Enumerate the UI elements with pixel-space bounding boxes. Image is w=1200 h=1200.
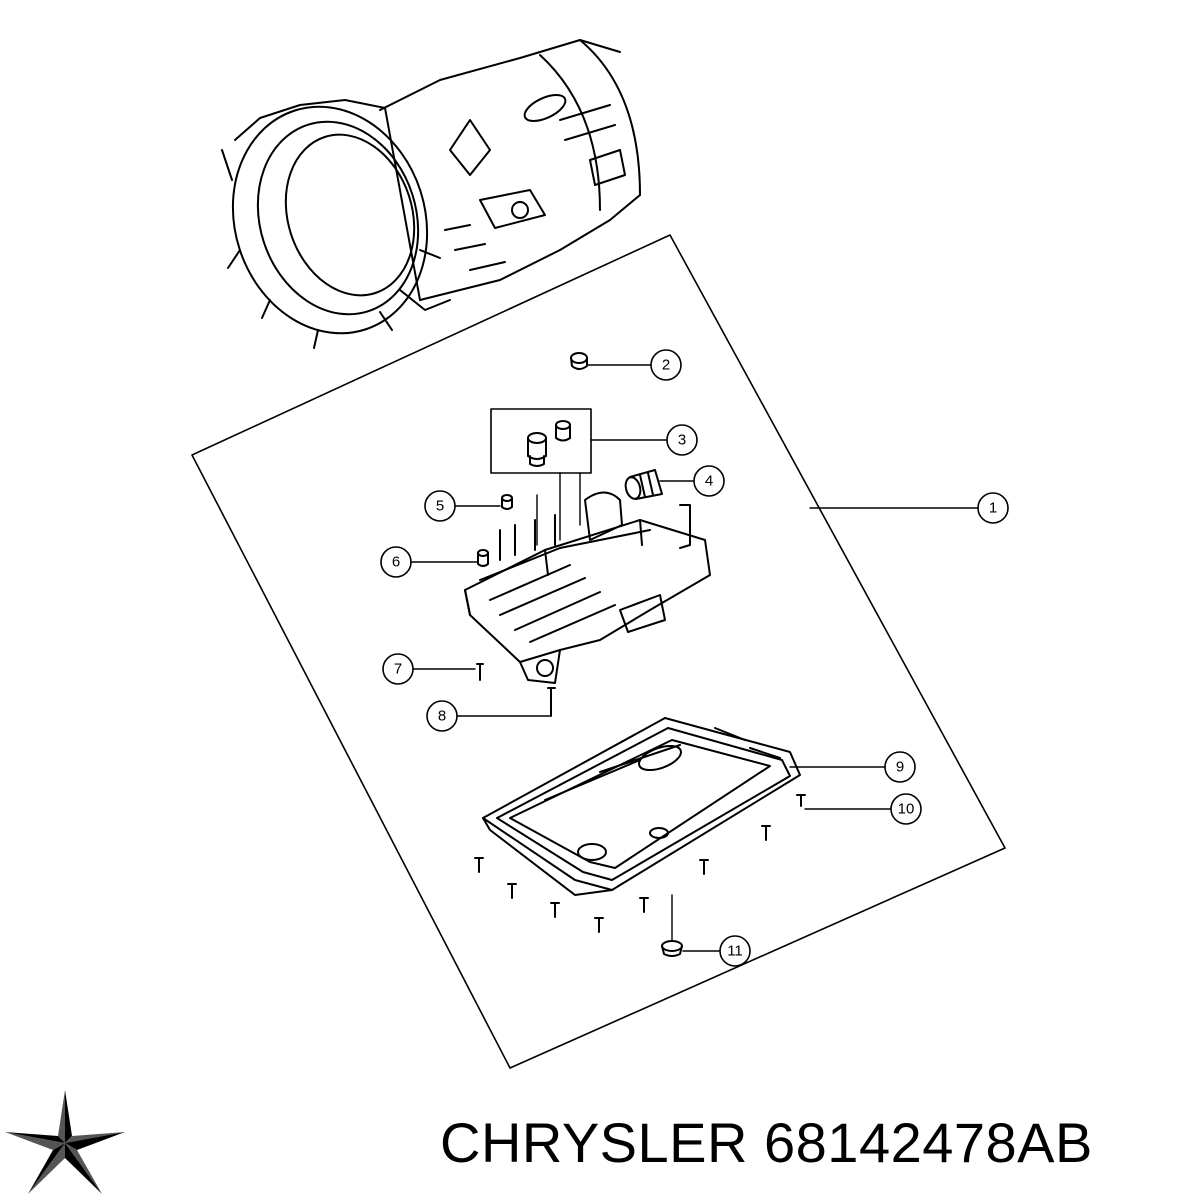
part-caption: CHRYSLER 68142478AB <box>440 1098 1190 1188</box>
callout-8: 8 <box>426 700 458 732</box>
svg-text:8: 8 <box>438 708 446 725</box>
svg-text:10: 10 <box>898 801 915 818</box>
sleeve-parts-drawing <box>477 494 513 567</box>
brand-name: CHRYSLER <box>440 1111 748 1174</box>
callout-10: 10 <box>890 793 922 825</box>
svg-text:2: 2 <box>662 357 670 374</box>
callout-7: 7 <box>382 653 414 685</box>
valve-body-bolts-drawing <box>476 663 556 717</box>
svg-text:11: 11 <box>727 943 743 960</box>
valve-body-drawing <box>464 491 711 684</box>
leader-lines <box>410 364 979 952</box>
transmission-housing-drawing <box>221 39 641 349</box>
callout-9: 9 <box>884 751 916 783</box>
callout-5: 5 <box>424 490 456 522</box>
oil-pan-drawing <box>482 717 801 896</box>
svg-text:5: 5 <box>436 498 444 515</box>
callout-11: 11 <box>719 935 751 967</box>
svg-text:7: 7 <box>394 661 402 678</box>
seal-kit-parts-drawing <box>527 420 571 467</box>
plug-part-drawing <box>570 352 588 370</box>
seal-kit-box <box>490 408 592 474</box>
svg-text:3: 3 <box>678 432 686 449</box>
callout-6: 6 <box>380 546 412 578</box>
callout-4: 4 <box>693 465 725 497</box>
part-number: 68142478AB <box>764 1111 1093 1174</box>
filter-screen-drawing <box>624 469 663 500</box>
svg-text:9: 9 <box>896 759 904 776</box>
svg-text:4: 4 <box>705 473 713 490</box>
oil-pan-bolts-drawing <box>474 794 806 957</box>
svg-text:1: 1 <box>989 500 997 517</box>
assembly-frame <box>191 234 1006 1069</box>
callout-3: 3 <box>666 424 698 456</box>
callout-labels: 1 2 3 4 5 6 7 <box>380 349 1009 967</box>
callout-2: 2 <box>650 349 682 381</box>
svg-text:6: 6 <box>392 554 400 571</box>
pentastar-logo-icon <box>5 1090 125 1194</box>
callout-1: 1 <box>977 492 1009 524</box>
